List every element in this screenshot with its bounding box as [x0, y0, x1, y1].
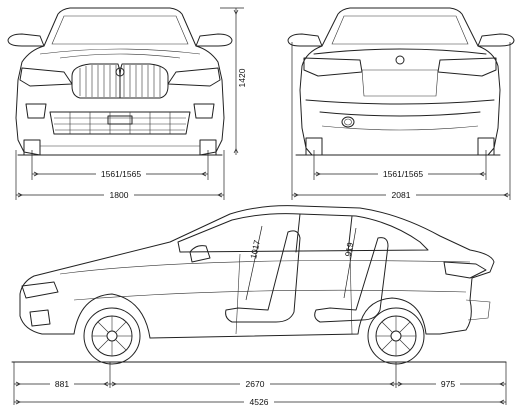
width-mirrors-label: 2081 — [392, 190, 411, 200]
rear-view — [287, 7, 515, 156]
length-label: 4526 — [250, 397, 269, 407]
headroom-rear-label: 919 — [343, 241, 355, 257]
side-view — [11, 205, 507, 365]
height-label: 1420 — [237, 68, 247, 87]
front-overhang-label: 881 — [55, 379, 69, 389]
dimension-labels: 1561/1565 1800 1561/1565 2081 1420 1017 … — [50, 64, 460, 407]
headroom-front-label: 1017 — [248, 239, 262, 260]
front-view — [7, 7, 233, 156]
dimension-lines — [13, 7, 511, 405]
width-label: 1800 — [110, 190, 129, 200]
wheelbase-label: 2670 — [246, 379, 265, 389]
rear-track-label: 1561/1565 — [383, 169, 423, 179]
rear-overhang-label: 975 — [441, 379, 455, 389]
front-track-label: 1561/1565 — [101, 169, 141, 179]
